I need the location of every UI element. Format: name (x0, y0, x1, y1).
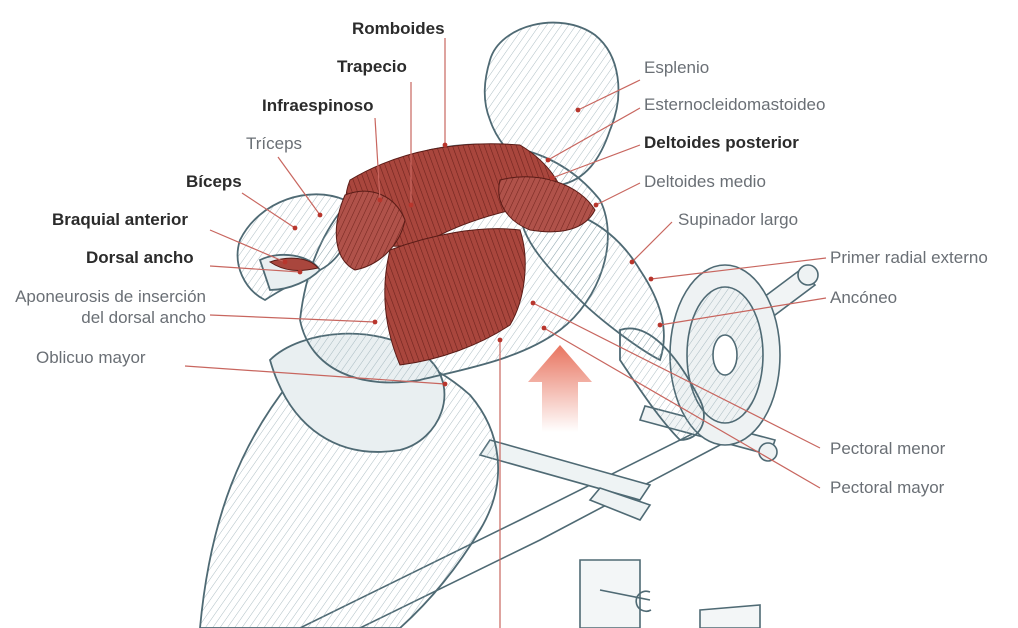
label-primer-radial-externo: Primer radial externo (830, 248, 988, 267)
label-triceps: Tríceps (246, 134, 303, 153)
label-deltoides-medio: Deltoides medio (644, 172, 766, 191)
label-infraespinoso: Infraespinoso (262, 96, 374, 115)
label-oblicuo-mayor: Oblicuo mayor (36, 348, 146, 367)
label-pectoral-menor: Pectoral menor (830, 439, 946, 458)
label-esternocleidomastoideo: Esternocleidomastoideo (644, 95, 826, 114)
label-biceps: Bíceps (186, 172, 242, 191)
up-arrow-icon (528, 345, 592, 432)
label-aponeurosis-line1: Aponeurosis de inserción (15, 287, 206, 306)
label-braquial-anterior: Braquial anterior (52, 210, 189, 229)
label-trapecio: Trapecio (337, 57, 407, 76)
highlighted-muscles (268, 143, 596, 366)
label-deltoides-posterior: Deltoides posterior (644, 133, 799, 152)
label-esplenio: Esplenio (644, 58, 710, 77)
label-aponeurosis-line2: del dorsal ancho (81, 308, 206, 327)
leader-lines (184, 38, 827, 628)
label-supinador-largo: Supinador largo (678, 210, 799, 229)
leader-dots (282, 107, 663, 387)
label-dorsal-ancho: Dorsal ancho (86, 248, 194, 267)
label-pectoral-mayor: Pectoral mayor (830, 478, 945, 497)
label-anconeo: Ancóneo (830, 288, 898, 307)
label-romboides: Romboides (352, 19, 445, 38)
bench (299, 429, 761, 628)
